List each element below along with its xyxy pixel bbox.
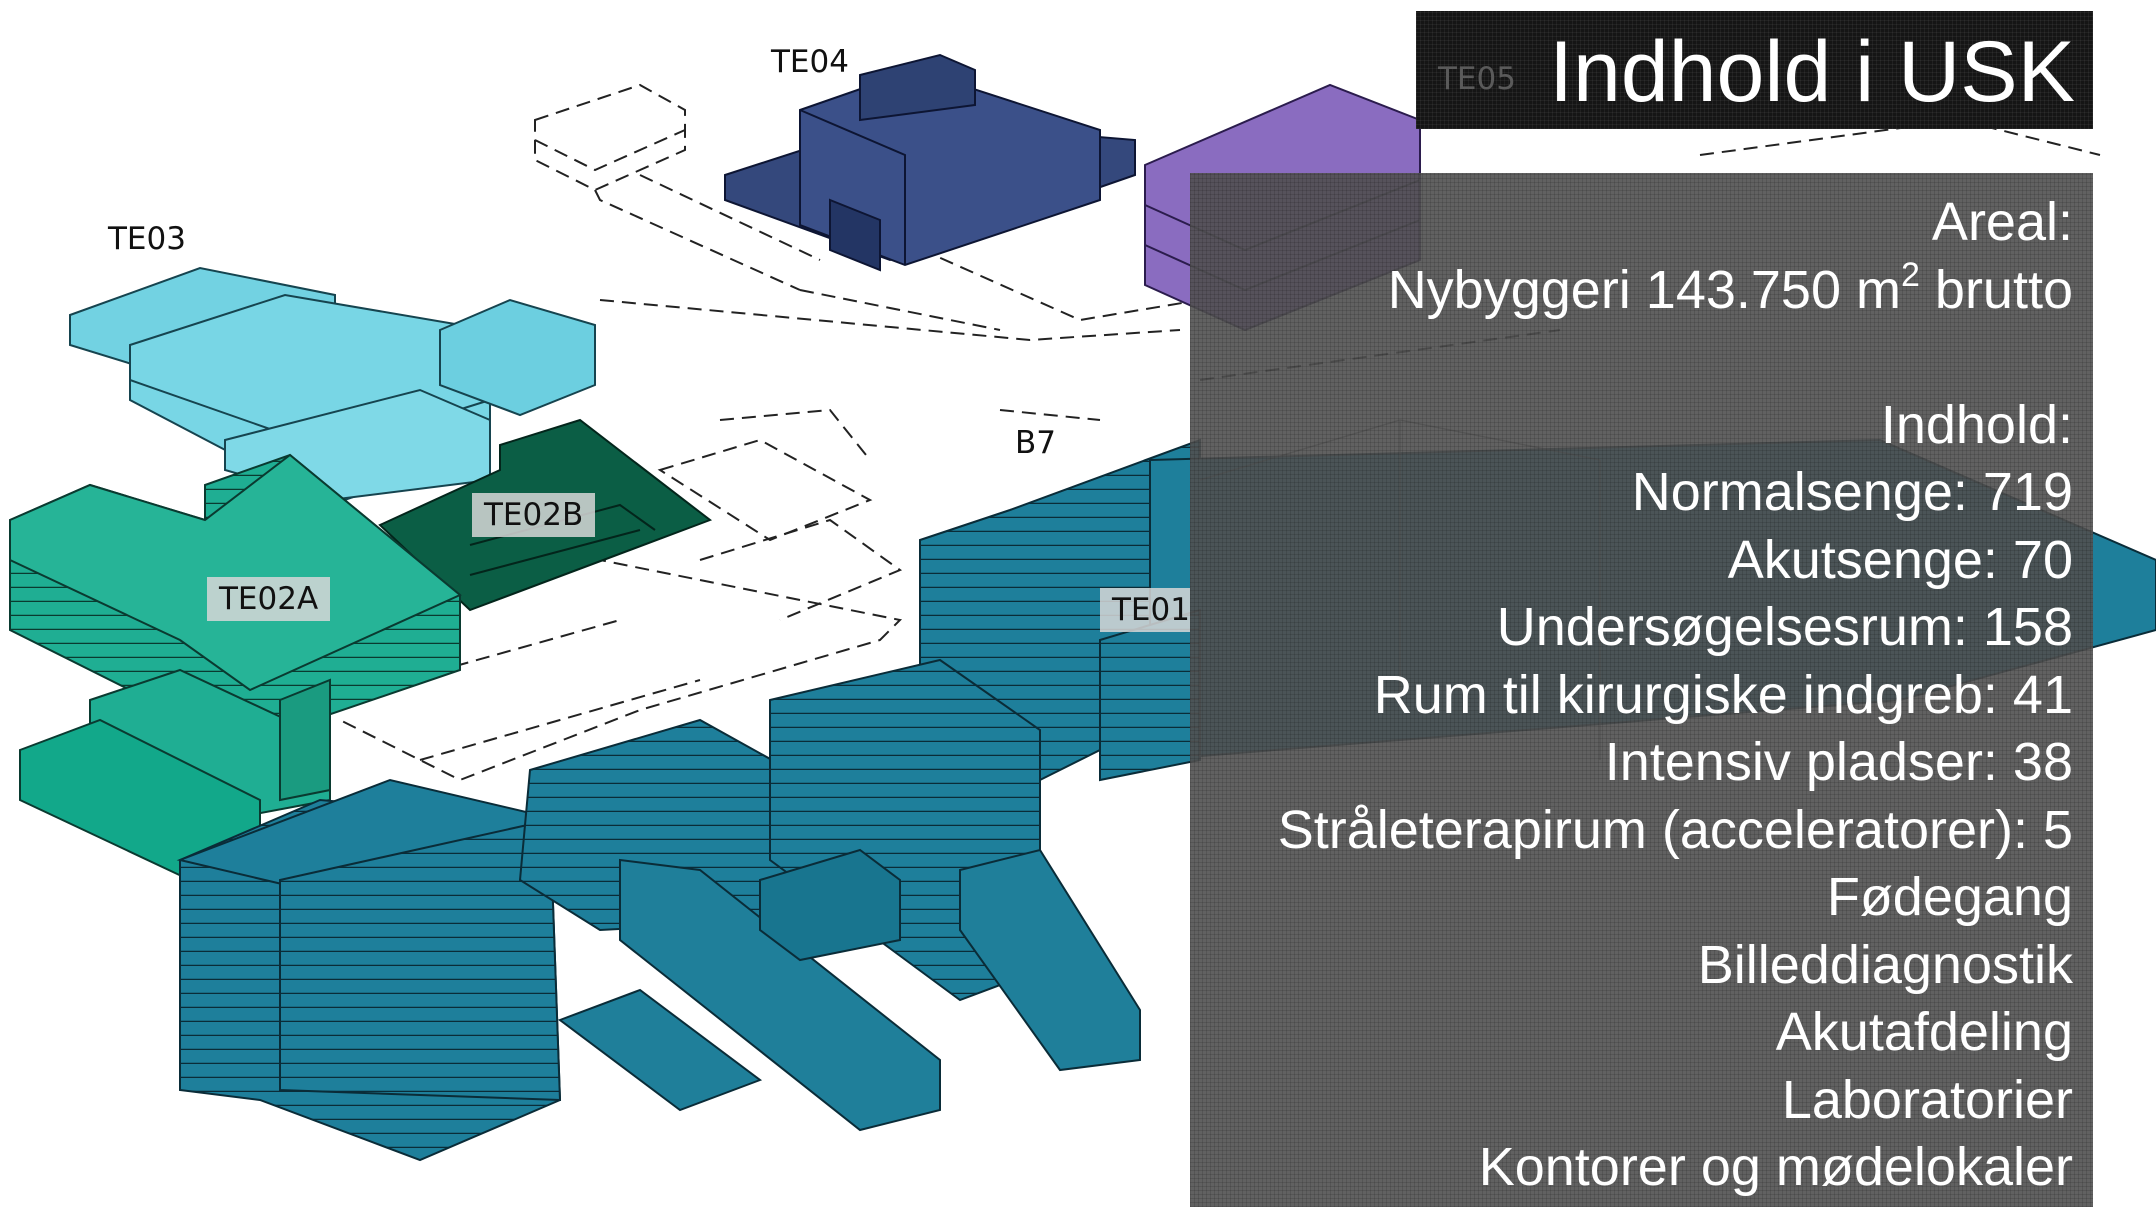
indhold-item: Billeddiagnostik <box>1697 934 2073 995</box>
indhold-item: Kontorer og mødelokaler <box>1478 1137 2073 1197</box>
info-text: Areal: Nybyggeri 143.750 m2 brutto Indho… <box>1278 189 2073 1202</box>
label-te04: TE04 <box>771 44 849 80</box>
indhold-heading: Indhold: <box>1880 394 2073 455</box>
indhold-item: Akutafdeling <box>1775 1002 2073 1062</box>
label-te01: TE01 <box>1100 588 1190 632</box>
areal-superscript: 2 <box>1900 255 1920 294</box>
indhold-item: Undersøgelsesrum: 158 <box>1496 597 2073 657</box>
indhold-item: Stråleterapirum (acceleratorer): 5 <box>1277 799 2073 860</box>
indhold-item: Laboratorier <box>1781 1069 2073 1130</box>
building-te04 <box>724 53 1136 272</box>
indhold-item: Akutsenge: 70 <box>1727 529 2073 590</box>
areal-heading: Areal: <box>1931 192 2073 252</box>
areal-suffix: brutto <box>1919 259 2073 320</box>
indhold-item: Intensiv pladser: 38 <box>1604 732 2073 792</box>
indhold-item: Rum til kirurgiske indgreb: 41 <box>1373 664 2073 725</box>
label-te03: TE03 <box>108 221 186 257</box>
areal-prefix: Nybyggeri 143.750 m <box>1387 259 1901 320</box>
building-te02a <box>9 453 462 882</box>
blank-line <box>1278 324 2073 392</box>
label-b7: B7 <box>1015 425 1056 461</box>
label-te02a: TE02A <box>207 577 331 621</box>
label-te05: TE05 <box>1438 61 1516 97</box>
page-title: Indhold i USK <box>1549 24 2075 120</box>
building-te03 <box>69 266 596 507</box>
indhold-item: Normalsenge: 719 <box>1631 462 2073 522</box>
label-te02b: TE02B <box>472 493 596 537</box>
areal-value: Nybyggeri 143.750 m2 brutto <box>1278 257 2073 325</box>
info-panel: Areal: Nybyggeri 143.750 m2 brutto Indho… <box>1190 173 2093 1207</box>
title-box: TE05 Indhold i USK <box>1416 11 2093 129</box>
indhold-item: Fødegang <box>1826 867 2073 927</box>
